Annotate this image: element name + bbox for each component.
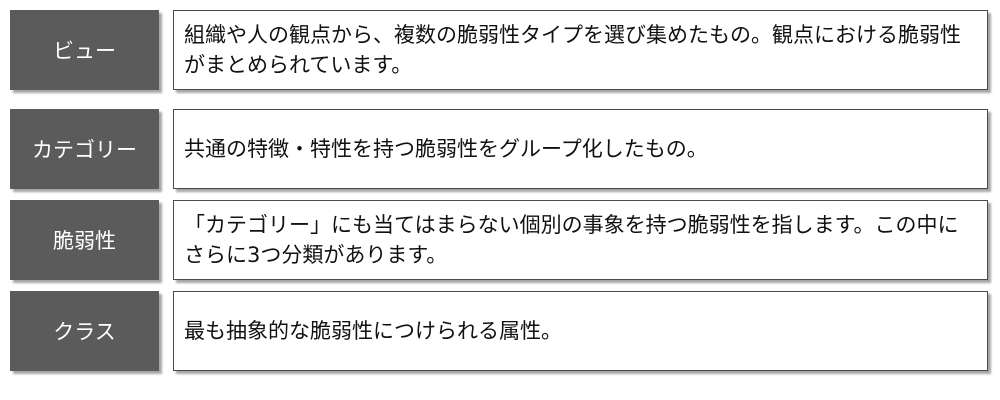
row-category: カテゴリー 共通の特徴・特性を持つ脆弱性をグループ化したもの。 (10, 109, 994, 197)
row-vulnerability: 脆弱性 「カテゴリー」にも当てはまらない個別の事象を持つ脆弱性を指します。この中… (10, 200, 994, 288)
row-view: ビュー 組織や人の観点から、複数の脆弱性タイプを選び集めたもの。観点における脆弱… (10, 10, 994, 98)
term-label-class: クラス (53, 320, 116, 344)
term-box-class: クラス (10, 291, 159, 371)
description-text-view: 組織や人の観点から、複数の脆弱性タイプを選び集めたもの。観点における脆弱性がまと… (184, 23, 961, 77)
description-box-class: 最も抽象的な脆弱性につけられる属性。 (173, 291, 988, 371)
term-label-vulnerability: 脆弱性 (53, 229, 116, 253)
description-box-vulnerability: 「カテゴリー」にも当てはまらない個別の事象を持つ脆弱性を指します。この中にさらに… (173, 200, 988, 280)
term-box-category: カテゴリー (10, 109, 159, 189)
term-box-vulnerability: 脆弱性 (10, 200, 159, 280)
description-box-view: 組織や人の観点から、複数の脆弱性タイプを選び集めたもの。観点における脆弱性がまと… (173, 10, 988, 90)
description-text-category: 共通の特徴・特性を持つ脆弱性をグループ化したもの。 (184, 137, 708, 161)
term-box-view: ビュー (10, 10, 159, 90)
description-text-class: 最も抽象的な脆弱性につけられる属性。 (184, 319, 562, 343)
description-text-vulnerability: 「カテゴリー」にも当てはまらない個別の事象を持つ脆弱性を指します。この中にさらに… (184, 213, 959, 267)
term-label-view: ビュー (53, 39, 116, 63)
description-box-category: 共通の特徴・特性を持つ脆弱性をグループ化したもの。 (173, 109, 988, 189)
term-label-category: カテゴリー (32, 138, 137, 162)
row-class: クラス 最も抽象的な脆弱性につけられる属性。 (10, 291, 994, 379)
